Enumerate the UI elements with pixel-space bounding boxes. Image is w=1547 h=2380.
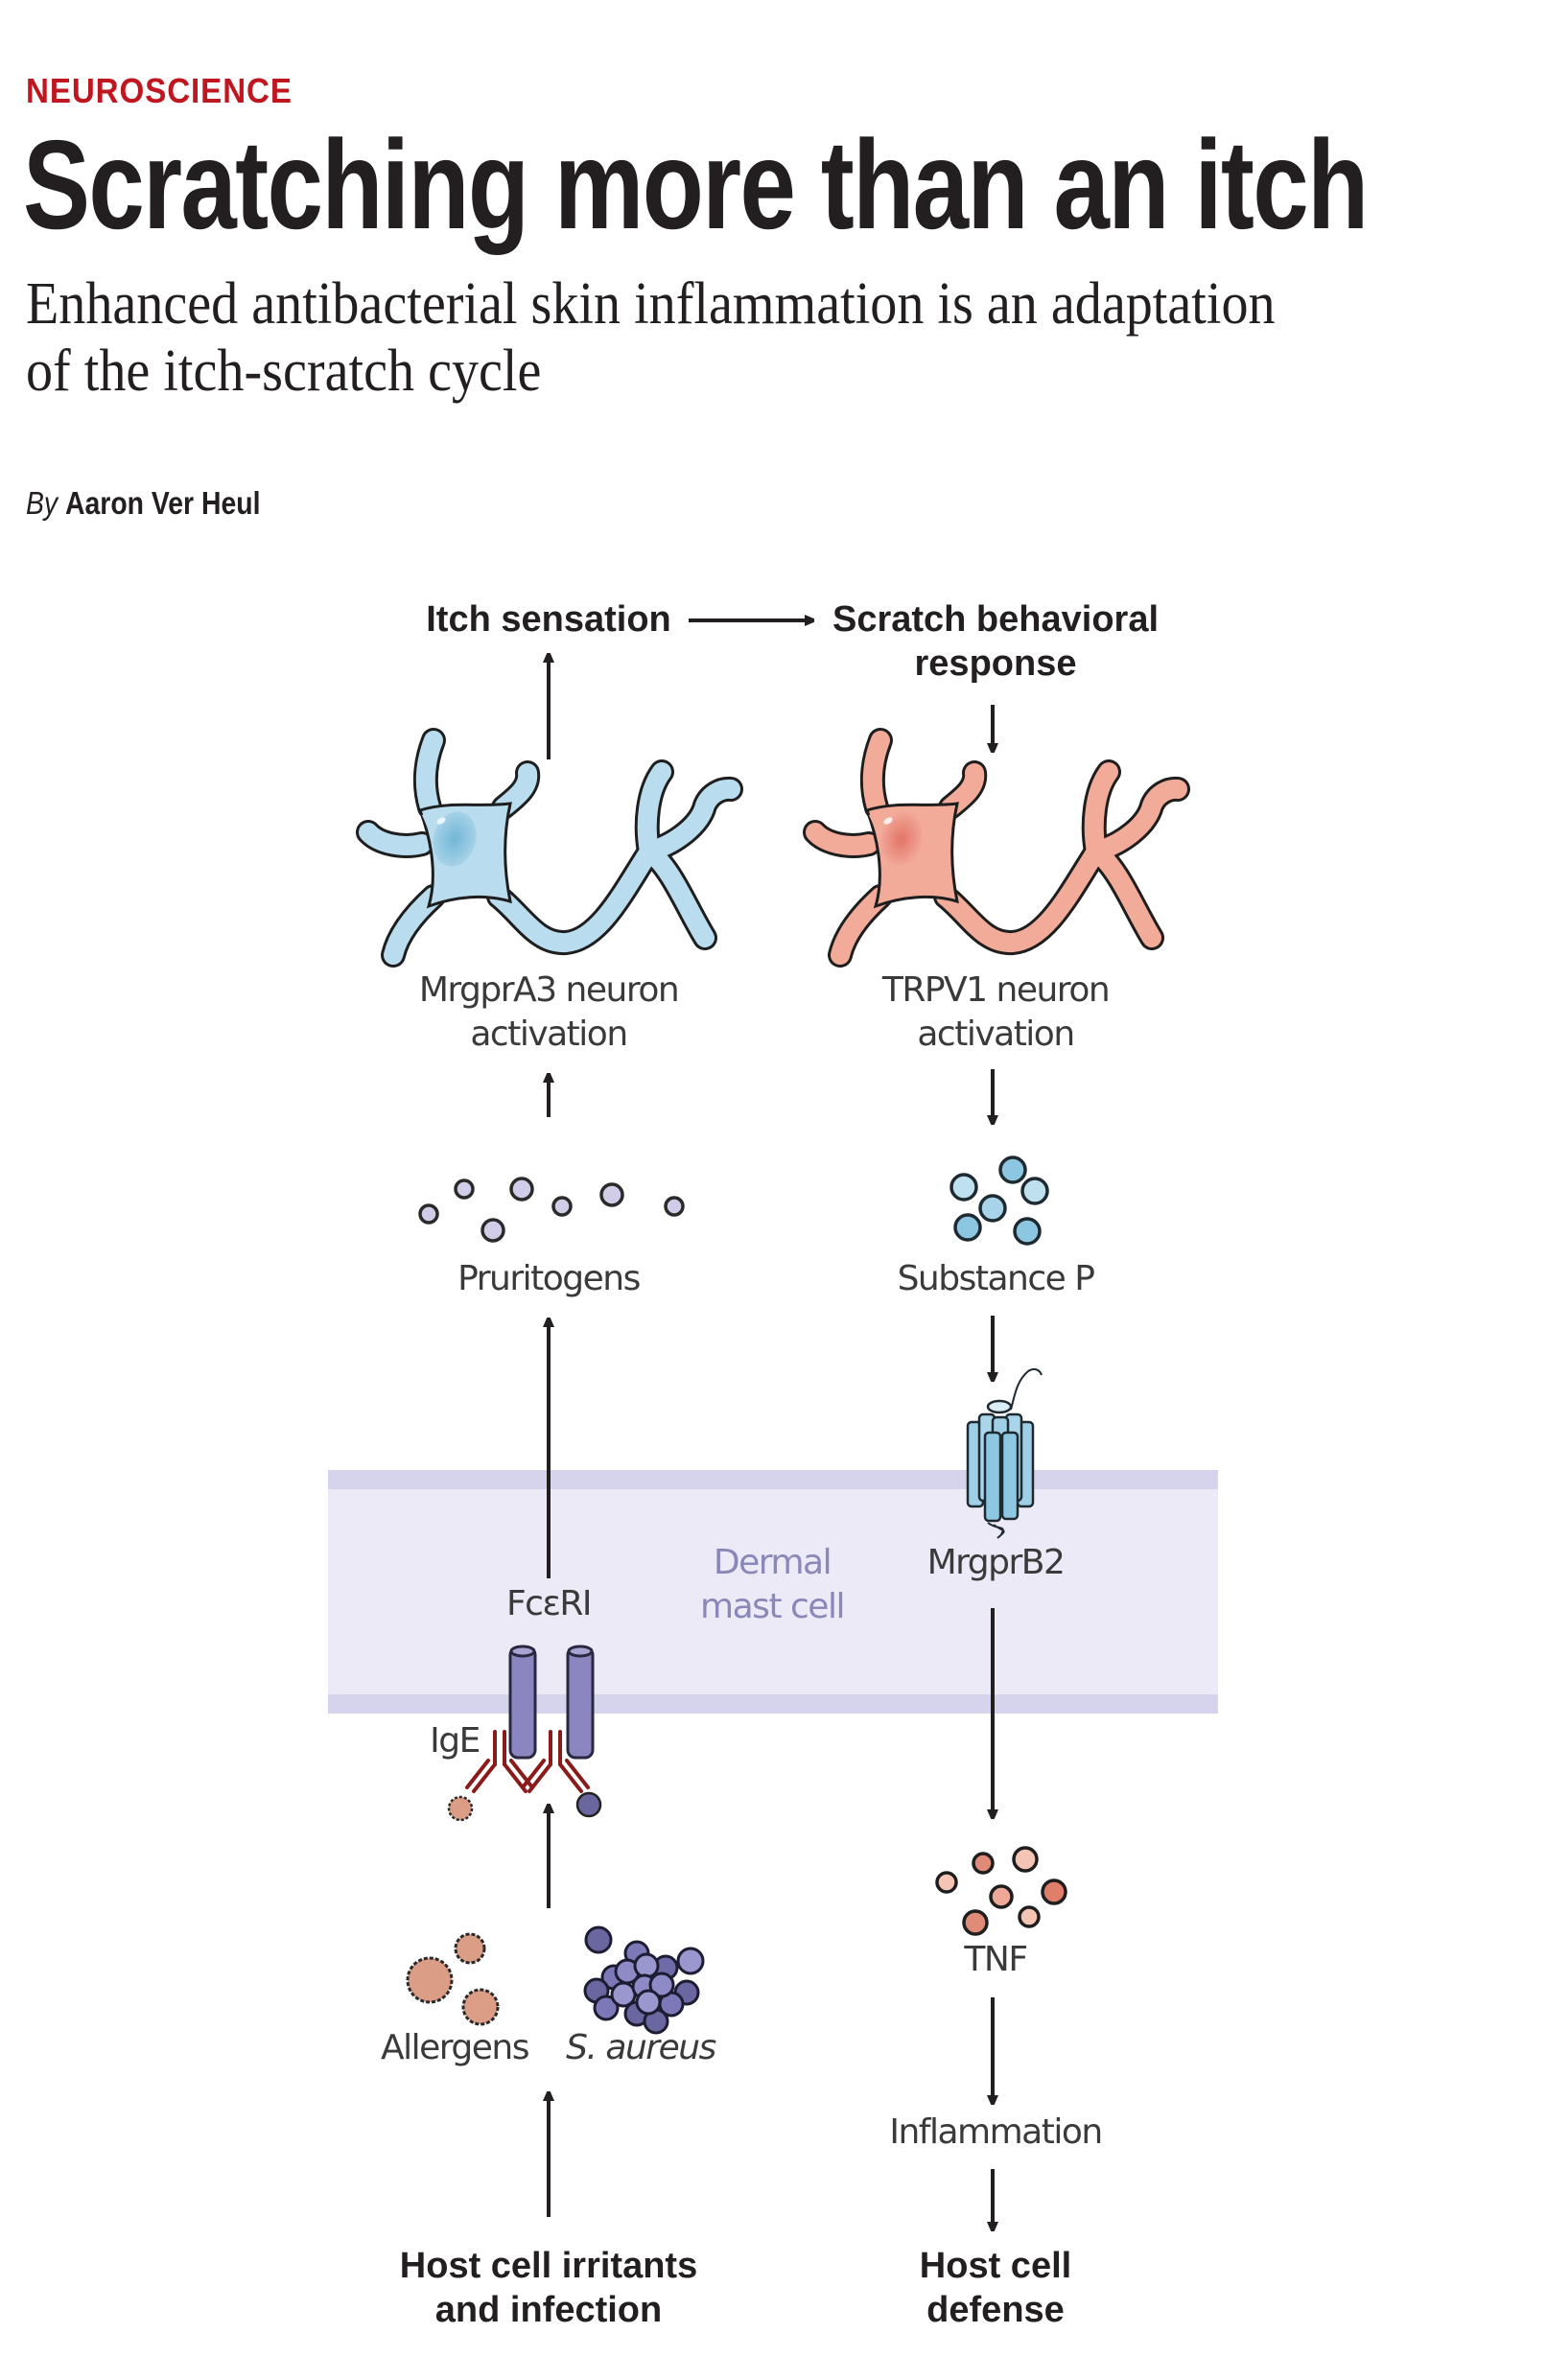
arrows [549, 620, 993, 2230]
label-mrgprb2: MrgprB2 [926, 1543, 1066, 1582]
label-scratch-response: Scratch behavioral response [832, 597, 1159, 686]
label-dermal-mast-cell: Dermal mast cell [700, 1541, 845, 1629]
label-host-irritants-line-2: and infection [434, 2290, 663, 2330]
label-dermal-line-2: mast cell [700, 1587, 845, 1626]
mrgpra3-neuron-icon [356, 728, 743, 968]
label-substance-p: Substance P [897, 1259, 1095, 1298]
bound-bacterium-icon [575, 1791, 602, 1818]
pruritogen-dot [599, 1182, 624, 1207]
label-trpv1-line-2: activation [917, 1015, 1075, 1054]
section-label: NEUROSCIENCE [26, 71, 293, 110]
substance-p-dot [1013, 1217, 1042, 1246]
label-dermal-line-1: Dermal [713, 1543, 832, 1582]
label-tnf: TNF [964, 1940, 1028, 1979]
label-mrgpra3-line-1: MrgprA3 neuron [418, 970, 680, 1010]
pruritogen-dot [551, 1196, 573, 1217]
tnf-dot [935, 1871, 958, 1894]
label-mrgpra3-activation: MrgprA3 neuron activation [418, 968, 680, 1057]
substance-p-dot [1020, 1177, 1049, 1205]
subtitle-line-1: Enhanced antibacterial skin inflammation… [26, 271, 1276, 337]
label-trpv1-line-1: TRPV1 neuron [881, 970, 1111, 1010]
label-allergens: Allergens [380, 2028, 530, 2067]
label-host-defense-line-2: defense [926, 2290, 1065, 2330]
label-host-irritants: Host cell irritants and infection [400, 2244, 697, 2332]
bound-antigens [447, 1791, 602, 1822]
nucleus [433, 811, 477, 867]
substance-p-molecules [949, 1155, 1049, 1246]
tnf-dot [962, 1909, 989, 1936]
substance-p-dot [978, 1194, 1007, 1223]
label-s-aureus: S. aureus [566, 2028, 716, 2067]
ige-antibody-icon [465, 1730, 590, 1793]
tnf-dot [1041, 1878, 1067, 1905]
membrane-bottom-band [328, 1694, 1218, 1714]
label-scratch-line-2: response [914, 643, 1077, 684]
substance-p-dot [949, 1173, 978, 1202]
substance-p-dot [998, 1155, 1027, 1184]
byline-prefix: By [26, 485, 59, 521]
tnf-dot [972, 1852, 995, 1875]
fceri-receptor-icon [508, 1645, 595, 1760]
label-ige: IgE [430, 1721, 481, 1761]
membrane-top-band [328, 1470, 1218, 1489]
tnf-dot [1012, 1846, 1039, 1873]
label-trpv1-activation: TRPV1 neuron activation [881, 968, 1111, 1057]
tnf-dot [989, 1884, 1014, 1909]
label-fceri: FcεRI [505, 1584, 593, 1623]
label-inflammation: Inflammation [889, 2112, 1103, 2152]
article-title: Scratching more than an itch [23, 114, 1369, 255]
substance-p-dot [953, 1213, 982, 1242]
pruritogen-dot [454, 1178, 475, 1200]
byline: By Aaron Ver Heul [26, 485, 260, 522]
nucleus [879, 811, 924, 867]
tnf-dot [1018, 1905, 1041, 1928]
pruritogen-dot [418, 1203, 439, 1225]
allergen-icon [461, 1988, 500, 2026]
subtitle-line-2: of the itch-scratch cycle [26, 338, 542, 404]
label-host-irritants-line-1: Host cell irritants [399, 2246, 698, 2286]
allergen-icon [406, 1956, 454, 2004]
allergen-icon [454, 1932, 486, 1965]
label-itch-sensation: Itch sensation [426, 599, 671, 640]
s-aureus-cluster-icon [583, 1925, 705, 2035]
label-scratch-line-1: Scratch behavioral [832, 599, 1160, 640]
pruritogen-dot [664, 1196, 685, 1217]
pruritogen-dot [481, 1218, 505, 1243]
trpv1-neuron-icon [803, 728, 1190, 968]
label-host-defense-line-1: Host cell [919, 2246, 1072, 2286]
author-name: Aaron Ver Heul [65, 485, 261, 521]
bound-allergen-icon [447, 1795, 474, 1822]
allergen-particles [406, 1932, 500, 2026]
tnf-molecules [935, 1846, 1067, 1936]
label-host-defense: Host cell defense [920, 2244, 1071, 2332]
pruritogen-molecules [418, 1177, 685, 1243]
mrgprb2-receptor-icon [966, 1367, 1043, 1539]
article-subtitle: Enhanced antibacterial skin inflammation… [26, 270, 1276, 405]
label-mrgpra3-line-2: activation [470, 1015, 628, 1054]
label-pruritogens: Pruritogens [457, 1259, 641, 1298]
pruritogen-dot [509, 1177, 534, 1202]
